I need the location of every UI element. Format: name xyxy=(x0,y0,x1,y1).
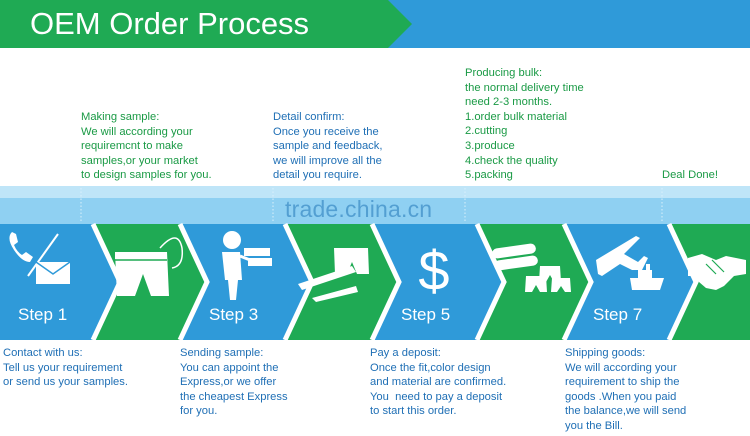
title-banner xyxy=(0,0,750,48)
page-title: OEM Order Process xyxy=(30,6,310,41)
note-making-sample: Making sample: We will according your re… xyxy=(81,111,212,182)
fabric-shorts-icon xyxy=(298,248,369,302)
step-1-label: Step 1 xyxy=(18,305,68,324)
shorts-icon xyxy=(115,237,184,296)
note-producing-bulk: Producing bulk: the normal delivery time… xyxy=(465,67,584,182)
step-3-label: Step 3 xyxy=(209,305,259,324)
note-shipping-goods: Shipping goods: We will according your r… xyxy=(565,347,687,432)
dollar-icon: $ xyxy=(418,239,449,302)
note-detail-confirm: Detail confirm: Once you receive the sam… xyxy=(273,111,383,182)
note-contact: Contact with us: Tell us your requiremen… xyxy=(3,347,128,389)
watermark: trade.china.cn xyxy=(285,196,433,222)
phone-mail-icon xyxy=(9,232,71,284)
process-flow: $ xyxy=(0,186,750,340)
step-7-label: Step 7 xyxy=(593,305,643,324)
handshake-icon xyxy=(688,254,746,290)
note-sending-sample: Sending sample: You can appoint the Expr… xyxy=(180,347,288,418)
note-deal-done: Deal Done! xyxy=(662,169,718,181)
plane-ship-icon xyxy=(596,236,664,290)
note-pay-deposit: Pay a deposit: Once the fit,color design… xyxy=(370,347,507,418)
courier-person-icon xyxy=(222,231,272,300)
step-5-label: Step 5 xyxy=(401,305,451,324)
fabric-rolls-icon xyxy=(492,243,571,292)
svg-text:$: $ xyxy=(418,239,449,302)
